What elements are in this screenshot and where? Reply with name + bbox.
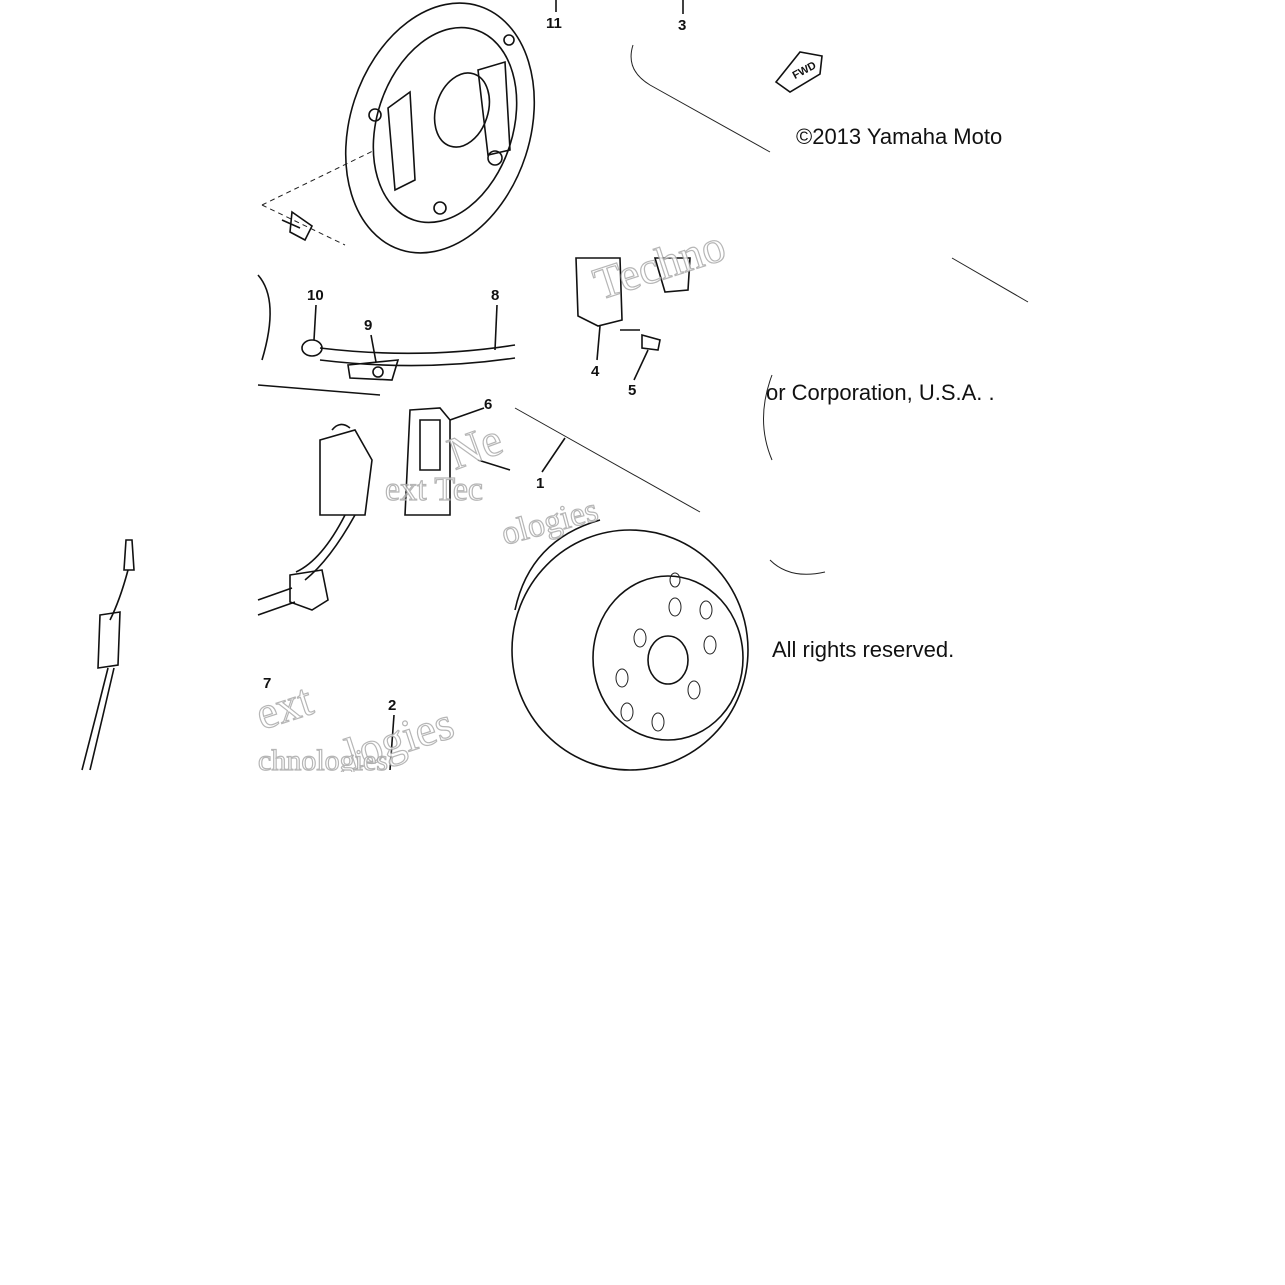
fwd-label: FWD: [791, 60, 819, 82]
fwd-arrow-icon: FWD: [774, 51, 823, 93]
watermark-text-3: ext Tec: [385, 471, 483, 508]
cable-grommet: [257, 514, 356, 616]
callout-2: 2: [388, 697, 396, 714]
stator-plate: [261, 2, 536, 254]
callout-9: 9: [364, 317, 372, 334]
callout-11: 11: [546, 15, 562, 32]
callout-10: 10: [307, 287, 324, 304]
callout-5: 5: [628, 382, 636, 399]
diagram-frame: [514, 44, 1029, 575]
watermark-text-1: Techno: [587, 219, 731, 309]
watermark-text-5: ext: [249, 674, 318, 740]
callouts: 11 3 10 9 8 6 4 5 1 7 2: [263, 0, 686, 771]
ignition-coils: [319, 407, 511, 516]
callout-1: 1: [536, 475, 544, 492]
watermark-text-7: chnologies: [258, 744, 388, 777]
spark-plug-lead: [81, 539, 135, 771]
callout-8: 8: [491, 287, 499, 304]
copyright-line-3: All rights reserved.: [772, 637, 954, 662]
callout-6: 6: [484, 396, 492, 413]
copyright-line-2: or Corporation, U.S.A. .: [766, 380, 995, 405]
coil-upper: [575, 257, 691, 351]
callout-7: 7: [263, 675, 271, 692]
callout-3: 3: [678, 17, 686, 34]
lead-wire: [257, 274, 516, 396]
callout-4: 4: [591, 363, 600, 380]
watermark-text-2: Ne: [441, 413, 509, 479]
copyright-line-1: ©2013 Yamaha Moto: [796, 124, 1002, 149]
flywheel-rotor: [511, 519, 749, 771]
watermark-text-4: ologies: [497, 492, 601, 553]
